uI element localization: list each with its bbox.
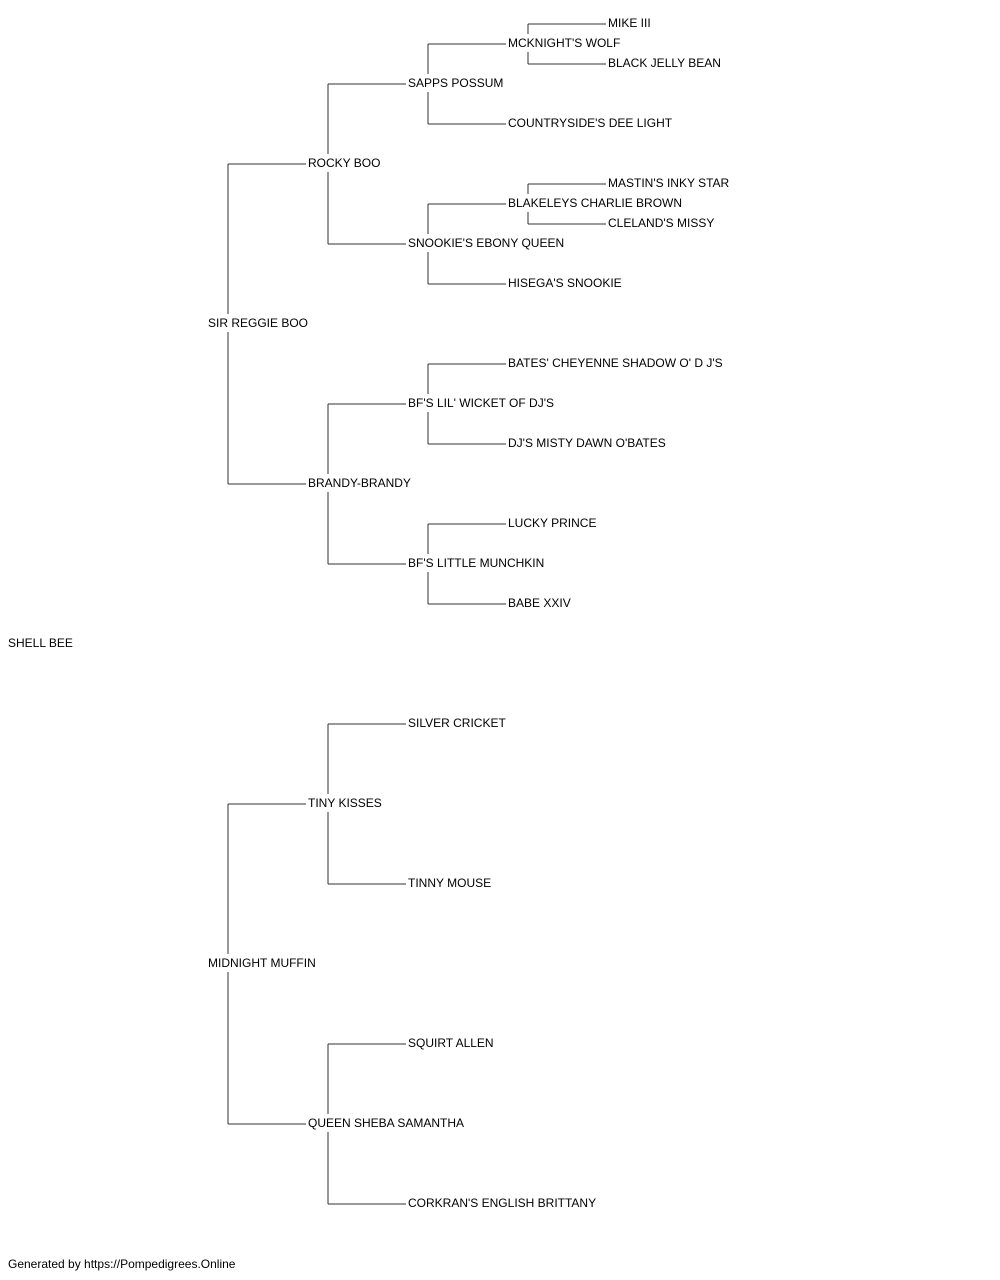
sire-name: MASTIN'S INKY STAR bbox=[608, 176, 732, 190]
dam-name: CLELAND'S MISSY bbox=[608, 216, 717, 230]
dam-name: BRANDY-BRANDY bbox=[308, 476, 413, 490]
dam-name: COUNTRYSIDE'S DEE LIGHT bbox=[508, 116, 675, 130]
dam-name: SNOOKIE'S EBONY QUEEN bbox=[408, 236, 567, 250]
sire-name: SILVER CRICKET bbox=[408, 716, 508, 730]
sire-name: BF'S LIL' WICKET OF DJ'S bbox=[408, 396, 557, 410]
sire-name: MIKE III bbox=[608, 16, 653, 30]
sire-name: SQUIRT ALLEN bbox=[408, 1036, 496, 1050]
dam-name: HISEGA'S SNOOKIE bbox=[508, 276, 624, 290]
sire-name: BLAKELEYS CHARLIE BROWN bbox=[508, 196, 685, 210]
sire-name: MCKNIGHT'S WOLF bbox=[508, 36, 623, 50]
dam-name: MIDNIGHT MUFFIN bbox=[208, 956, 318, 970]
sire-name: SAPPS POSSUM bbox=[408, 76, 506, 90]
sire-name: SIR REGGIE BOO bbox=[208, 316, 311, 330]
sire-name: BATES' CHEYENNE SHADOW O' D J'S bbox=[508, 356, 725, 370]
sire-name: ROCKY BOO bbox=[308, 156, 383, 170]
sire-name: LUCKY PRINCE bbox=[508, 516, 599, 530]
subject-name: SHELL BEE bbox=[8, 636, 75, 650]
sire-name: TINY KISSES bbox=[308, 796, 384, 810]
dam-name: CORKRAN'S ENGLISH BRITTANY bbox=[408, 1196, 599, 1210]
dam-name: QUEEN SHEBA SAMANTHA bbox=[308, 1116, 467, 1130]
dam-name: BF'S LITTLE MUNCHKIN bbox=[408, 556, 547, 570]
dam-name: DJ'S MISTY DAWN O'BATES bbox=[508, 436, 668, 450]
dam-name: TINNY MOUSE bbox=[408, 876, 494, 890]
dam-name: BABE XXIV bbox=[508, 596, 573, 610]
dam-name: BLACK JELLY BEAN bbox=[608, 56, 723, 70]
generator-credit: Generated by https://Pompedigrees.Online bbox=[8, 1257, 236, 1271]
